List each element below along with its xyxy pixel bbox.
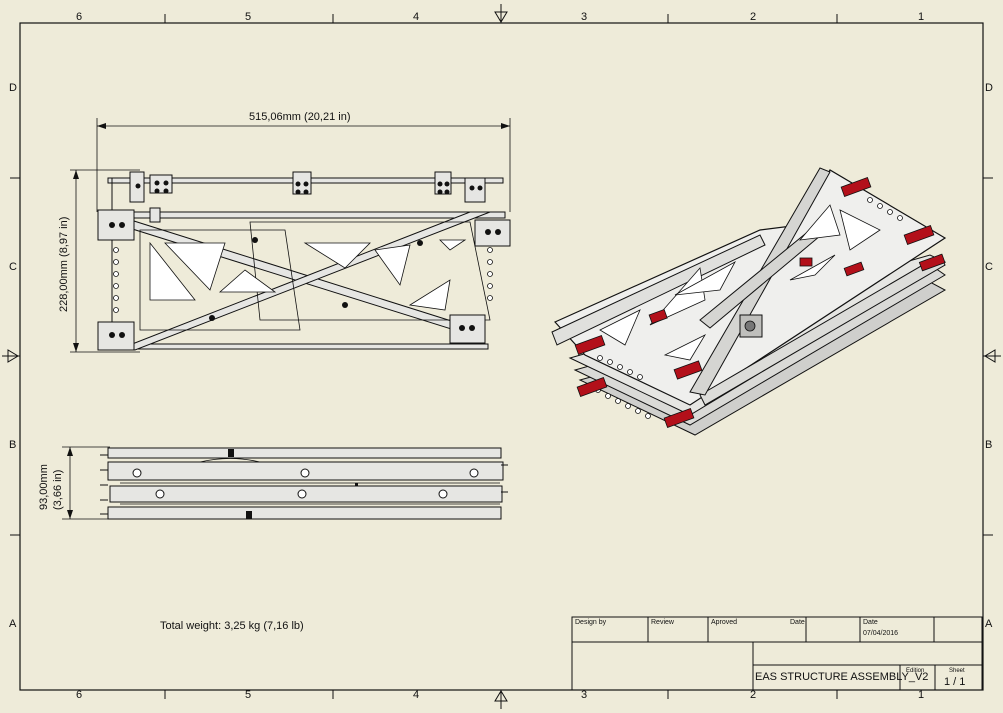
red-clips (574, 177, 946, 428)
row-label: A (985, 618, 993, 630)
column-label: 2 (750, 11, 757, 23)
row-label: D (985, 82, 993, 94)
row-label: B (985, 439, 993, 451)
aproved-label: Aproved (711, 619, 738, 626)
column-label: 6 (76, 11, 83, 23)
column-label: 3 (581, 11, 588, 23)
centering-marks (2, 4, 1001, 709)
column-label: 4 (413, 689, 420, 701)
date-value: 07/04/2016 (863, 630, 899, 637)
sheet-label: Sheet (949, 668, 965, 674)
column-label: 1 (918, 689, 925, 701)
column-label: 5 (245, 11, 252, 23)
sheet-border (19, 22, 984, 691)
column-label: 4 (413, 11, 420, 23)
isometric-view (551, 167, 947, 436)
column-label: 1 (918, 11, 925, 23)
date-label: Date (790, 619, 805, 626)
front-height-dimension: 228,00mm (8,97 in) (58, 216, 70, 312)
bottom-view (62, 446, 508, 520)
sheet-value: 1 / 1 (944, 676, 966, 688)
title-block-lines (571, 616, 983, 691)
column-label: 5 (245, 689, 252, 701)
row-label: A (9, 618, 17, 630)
row-label: B (9, 439, 17, 451)
review-label: Review (651, 619, 674, 626)
row-label: D (9, 82, 17, 94)
column-label: 6 (76, 689, 83, 701)
design-by-label: Design by (575, 619, 607, 626)
bottom-height-dimension-in: (3,66 in) (52, 469, 64, 510)
date-label: Date (863, 619, 878, 626)
row-label: C (9, 261, 17, 273)
front-width-dimension: 515,06mm (20,21 in) (249, 111, 351, 123)
total-weight: Total weight: 3,25 kg (7,16 lb) (160, 620, 304, 632)
zone-ticks (10, 14, 993, 699)
row-label: C (985, 261, 993, 273)
drawing-title: EAS STRUCTURE ASSEMBLY_V2 (755, 671, 929, 683)
edition-label: Edition (906, 668, 925, 674)
front-view (70, 118, 511, 353)
bottom-height-dimension-mm: 93,00mm (38, 464, 50, 510)
column-label: 3 (581, 689, 588, 701)
column-label: 2 (750, 689, 757, 701)
